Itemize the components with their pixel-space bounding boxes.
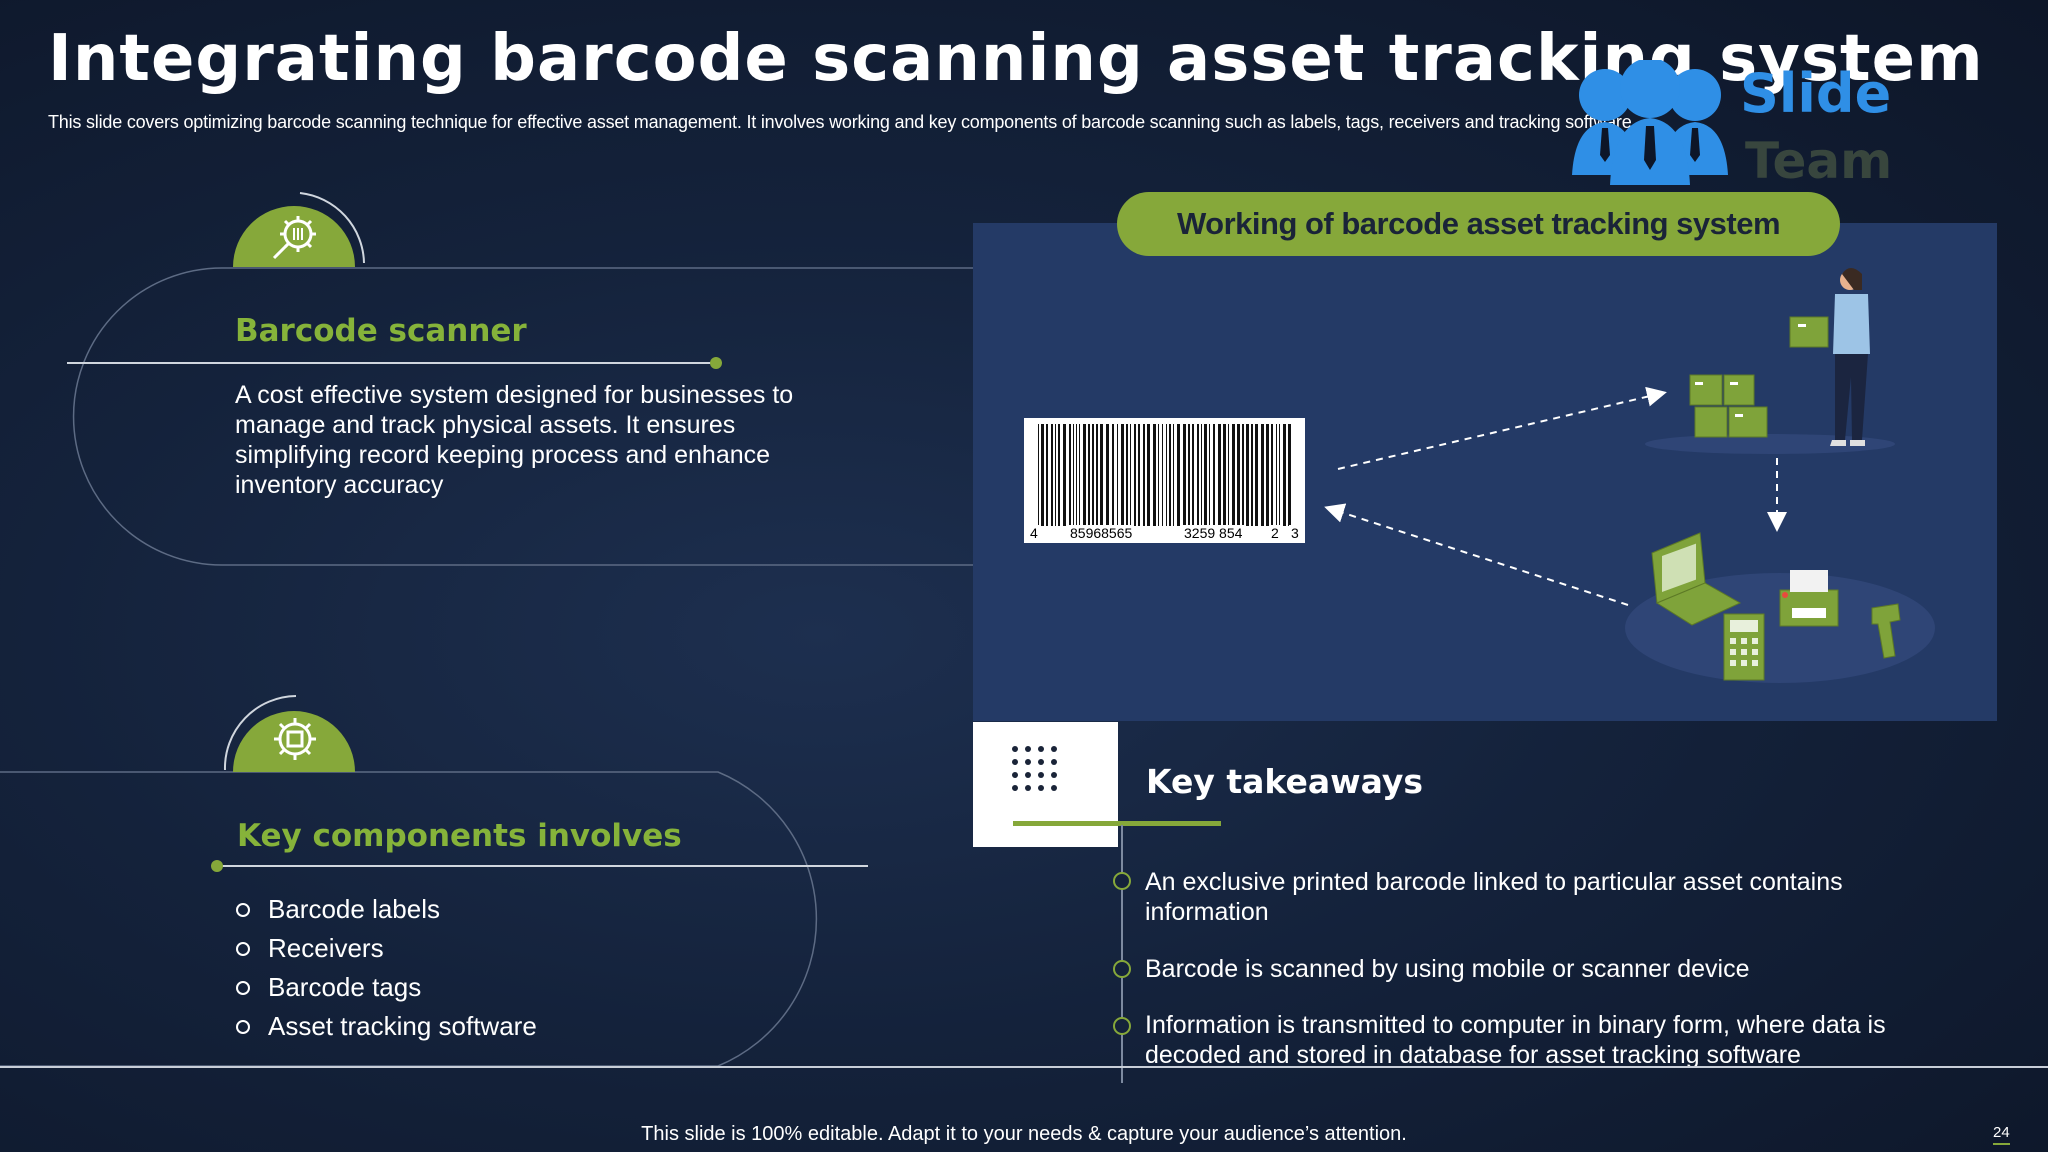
list-item: Receivers bbox=[236, 929, 537, 968]
barcode-scanner-gear-icon bbox=[272, 216, 316, 260]
takeaway-item-2: Barcode is scanned by using mobile or sc… bbox=[1145, 955, 1750, 983]
settings-gear-icon bbox=[274, 718, 316, 760]
list-item: Barcode labels bbox=[236, 890, 537, 929]
page-subtitle: This slide covers optimizing barcode sca… bbox=[48, 112, 1637, 132]
woman-with-boxes-illustration bbox=[1645, 268, 1895, 454]
barcode-scanner-heading: Barcode scanner bbox=[235, 313, 527, 349]
bullet-circle-icon bbox=[236, 902, 250, 917]
key-takeaways-badge bbox=[973, 722, 1118, 847]
barcode-digits: 4 85968565 3259 854 2 3 bbox=[1028, 525, 1301, 541]
takeaways-timeline-line bbox=[1121, 825, 1123, 1083]
timeline-dot-icon bbox=[1113, 872, 1131, 890]
page-number: 24 bbox=[1993, 1124, 2010, 1145]
logo-text-slide: Slide bbox=[1740, 62, 1892, 125]
bullet-circle-icon bbox=[236, 941, 250, 956]
timeline-dot-icon bbox=[1113, 960, 1131, 978]
working-panel-title: Working of barcode asset tracking system bbox=[1117, 192, 1840, 256]
timeline-dot-icon bbox=[1113, 1017, 1131, 1035]
key-takeaways-heading: Key takeaways bbox=[1146, 762, 1424, 801]
takeaway-item-1: An exclusive printed barcode linked to p… bbox=[1145, 868, 1843, 926]
devices-illustration bbox=[1625, 532, 1935, 683]
barcode-bars bbox=[1038, 424, 1291, 526]
footer-note: This slide is 100% editable. Adapt it to… bbox=[641, 1123, 1407, 1145]
key-components-list: Barcode labels Receivers Barcode tags As… bbox=[236, 890, 537, 1046]
barcode-scanner-description: A cost effective system designed for bus… bbox=[235, 381, 794, 499]
key-components-heading: Key components involves bbox=[237, 818, 682, 854]
bullet-circle-icon bbox=[236, 1019, 250, 1034]
footer-divider bbox=[0, 1066, 2048, 1068]
bullet-circle-icon bbox=[236, 980, 250, 995]
takeaway-item-3: Information is transmitted to computer i… bbox=[1145, 1011, 1886, 1069]
section2-frame bbox=[0, 695, 868, 1067]
list-item: Barcode tags bbox=[236, 968, 537, 1007]
barcode-image bbox=[1024, 418, 1305, 543]
key-takeaways-underline bbox=[1013, 821, 1221, 826]
logo-text-team: Team bbox=[1745, 132, 1893, 190]
list-item: Asset tracking software bbox=[236, 1007, 537, 1046]
people-group-icon bbox=[1572, 60, 1728, 185]
workflow-arrows bbox=[1324, 386, 1787, 606]
